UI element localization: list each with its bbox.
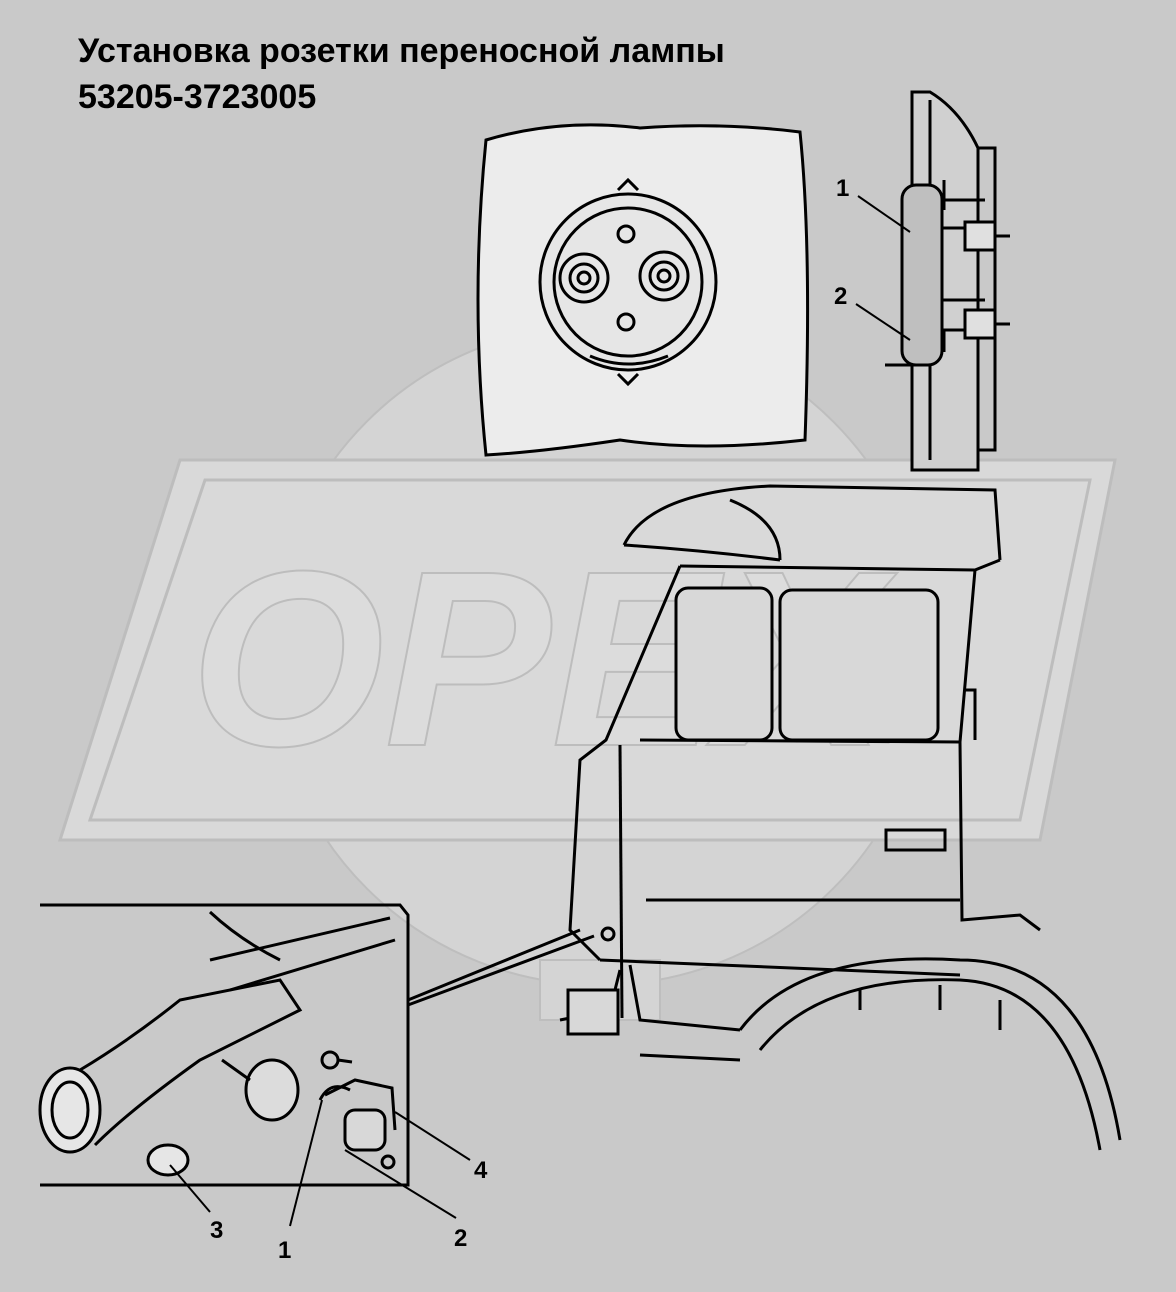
title-line-2: 53205-3723005	[78, 78, 317, 116]
callout-detail-4: 4	[474, 1157, 488, 1184]
watermark-banner: OPEX	[57, 458, 1117, 842]
truck-cab	[559, 484, 1122, 1151]
socket-assembly	[318, 1050, 397, 1170]
socket-section-view	[885, 90, 1010, 472]
portable-lamp	[38, 910, 396, 1177]
detail-leaders	[169, 1099, 471, 1227]
watermark-logo: OPEX	[57, 289, 1117, 1021]
callout-section-1: 1	[836, 175, 849, 202]
callout-detail-1: 1	[278, 1237, 291, 1264]
section-leaders	[855, 195, 911, 341]
callout-section-2: 2	[834, 283, 847, 310]
page-title: Установка розетки переносной лампы 53205…	[78, 28, 725, 120]
callout-detail-3: 3	[210, 1217, 223, 1244]
socket-face-detail	[476, 123, 810, 457]
callout-detail-2: 2	[454, 1225, 467, 1252]
lamp-detail-frame	[40, 903, 595, 1187]
title-line-1: Установка розетки переносной лампы	[78, 32, 725, 70]
